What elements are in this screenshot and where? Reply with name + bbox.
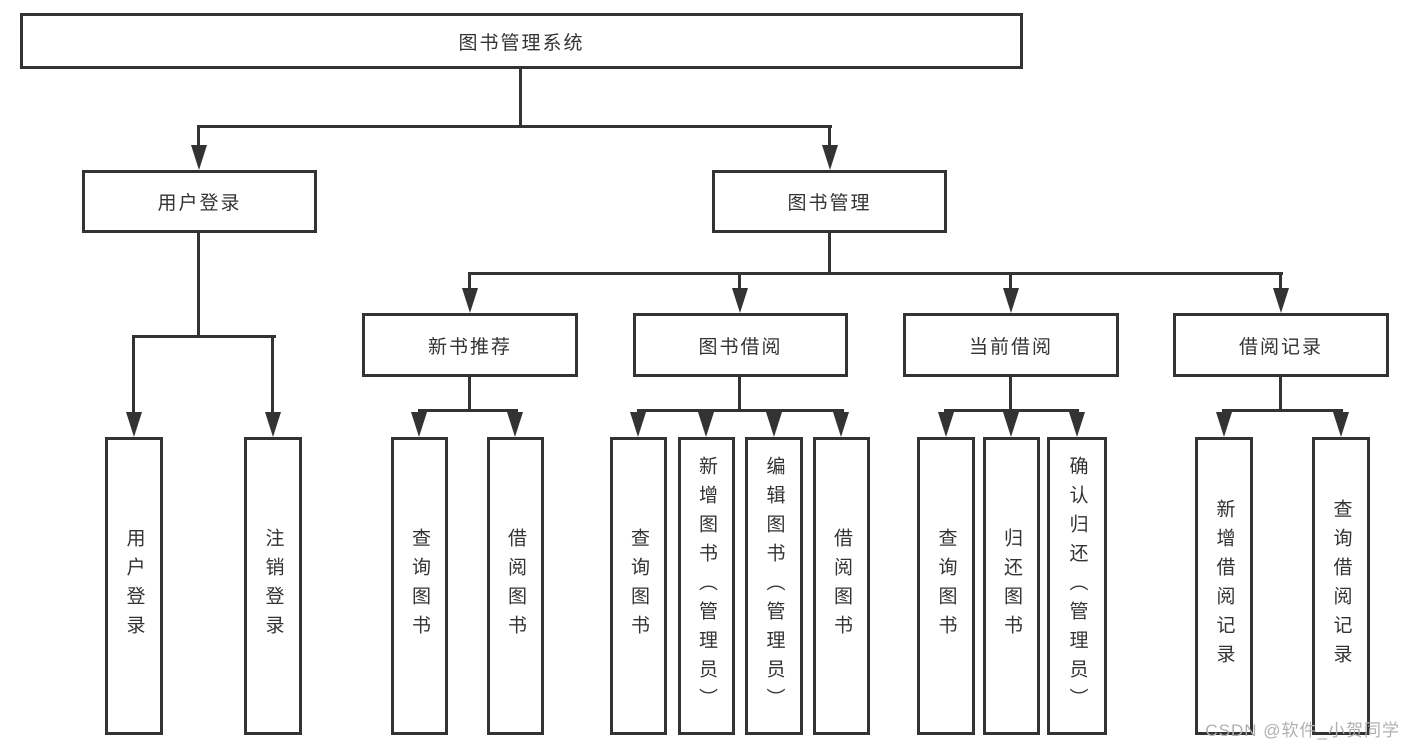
connector-line — [1009, 272, 1012, 290]
connector-line — [197, 125, 200, 147]
node-user-login: 用户登录 — [82, 170, 317, 233]
connector-line — [132, 335, 135, 414]
connector-line — [519, 69, 522, 125]
leaf-bookborrow-borrow: 借阅图书 — [813, 437, 870, 735]
leaf-current-query-label: 查询图书 — [935, 528, 957, 644]
connector-line — [1009, 377, 1012, 409]
node-user-login-label: 用户登录 — [157, 193, 242, 214]
leaf-logout: 注销登录 — [244, 437, 302, 735]
node-borrow-records: 借阅记录 — [1173, 313, 1389, 377]
connector-arrow-icon — [822, 145, 838, 170]
connector-line — [828, 125, 831, 147]
leaf-records-add-label: 新增借阅记录 — [1213, 499, 1235, 673]
connector-arrow-icon — [1069, 412, 1085, 437]
watermark-text: CSDN @软件_小贺同学 — [1205, 721, 1400, 740]
connector-line — [738, 272, 741, 290]
leaf-newbooks-borrow: 借阅图书 — [487, 437, 544, 735]
leaf-newbooks-query: 查询图书 — [391, 437, 448, 735]
connector-arrow-icon — [732, 288, 748, 313]
connector-arrow-icon — [507, 412, 523, 437]
connector-line — [132, 335, 276, 338]
connector-arrow-icon — [766, 412, 782, 437]
node-current-borrow: 当前借阅 — [903, 313, 1119, 377]
connector-arrow-icon — [462, 288, 478, 313]
node-book-mgmt-label: 图书管理 — [787, 193, 872, 214]
connector-arrow-icon — [1273, 288, 1289, 313]
connector-line — [738, 377, 741, 409]
connector-arrow-icon — [698, 412, 714, 437]
connector-arrow-icon — [630, 412, 646, 437]
leaf-newbooks-query-label: 查询图书 — [409, 528, 430, 644]
connector-line — [1279, 377, 1282, 409]
connector-arrow-icon — [1216, 412, 1232, 437]
leaf-bookborrow-edit-label: 编辑图书（管理员） — [763, 455, 785, 717]
connector-line — [468, 272, 1283, 275]
connector-line — [1222, 409, 1343, 412]
leaf-current-confirm: 确认归还（管理员） — [1047, 437, 1107, 735]
connector-line — [197, 125, 832, 128]
node-book-mgmt: 图书管理 — [712, 170, 947, 233]
leaf-bookborrow-query: 查询图书 — [610, 437, 667, 735]
connector-line — [468, 377, 471, 409]
leaf-records-query-label: 查询借阅记录 — [1330, 499, 1352, 673]
connector-line — [271, 335, 274, 414]
connector-arrow-icon — [1333, 412, 1349, 437]
connector-line — [468, 272, 471, 290]
connector-line — [1279, 272, 1282, 290]
leaf-newbooks-borrow-label: 借阅图书 — [505, 528, 526, 644]
connector-arrow-icon — [1003, 288, 1019, 313]
connector-arrow-icon — [938, 412, 954, 437]
connector-arrow-icon — [411, 412, 427, 437]
connector-line — [637, 409, 844, 412]
connector-line — [418, 409, 518, 412]
connector-line — [828, 233, 831, 272]
node-root-label: 图书管理系统 — [458, 32, 585, 54]
leaf-user-login: 用户登录 — [105, 437, 163, 735]
connector-arrow-icon — [191, 145, 207, 170]
leaf-user-login-label: 用户登录 — [123, 528, 145, 644]
leaf-bookborrow-query-label: 查询图书 — [628, 528, 649, 644]
node-new-books: 新书推荐 — [362, 313, 578, 377]
node-root: 图书管理系统 — [20, 13, 1023, 69]
leaf-records-query: 查询借阅记录 — [1312, 437, 1370, 735]
leaf-current-return-label: 归还图书 — [1001, 528, 1022, 644]
node-current-borrow-label: 当前借阅 — [968, 336, 1053, 358]
connector-arrow-icon — [1003, 412, 1019, 437]
node-new-books-label: 新书推荐 — [427, 336, 512, 358]
node-book-borrow: 图书借阅 — [633, 313, 848, 377]
connector-arrow-icon — [265, 412, 281, 437]
connector-line — [197, 233, 200, 335]
leaf-bookborrow-edit: 编辑图书（管理员） — [745, 437, 803, 735]
connector-line — [944, 409, 1079, 412]
leaf-bookborrow-add: 新增图书（管理员） — [678, 437, 735, 735]
leaf-current-return: 归还图书 — [983, 437, 1040, 735]
connector-arrow-icon — [126, 412, 142, 437]
leaf-records-add: 新增借阅记录 — [1195, 437, 1253, 735]
node-book-borrow-label: 图书借阅 — [698, 336, 783, 358]
leaf-logout-label: 注销登录 — [262, 528, 284, 644]
leaf-bookborrow-borrow-label: 借阅图书 — [831, 528, 852, 644]
leaf-current-confirm-label: 确认归还（管理员） — [1066, 455, 1088, 717]
leaf-bookborrow-add-label: 新增图书（管理员） — [696, 455, 717, 717]
leaf-current-query: 查询图书 — [917, 437, 975, 735]
node-borrow-records-label: 借阅记录 — [1238, 336, 1323, 358]
connector-arrow-icon — [833, 412, 849, 437]
